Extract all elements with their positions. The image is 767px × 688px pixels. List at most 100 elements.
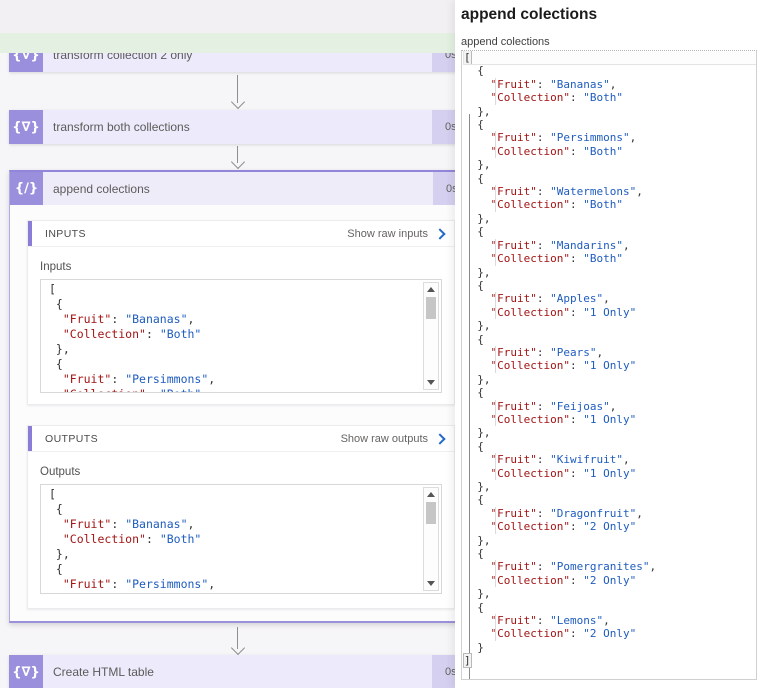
code-line: }, [464,426,491,440]
code-line: }, [464,372,491,386]
code-line: "Collection": "2 Only" [464,627,756,642]
indent-guide [469,114,470,679]
code-line: { [464,439,484,453]
scrollbar[interactable] [423,282,439,390]
action-duration-badge: 0s [433,172,455,205]
chevron-right-icon [434,432,446,445]
scroll-down-icon[interactable] [427,380,435,385]
action-card-title: Create HTML table [53,665,154,679]
code-line: { [464,225,484,239]
code-line: "Collection": "2 Only" [464,520,756,535]
show-raw-outputs-label: Show raw outputs [340,432,428,445]
code-line: "Fruit": "Watermelons", [464,185,756,199]
scrollbar-thumb[interactable] [426,297,436,319]
code-line: { [464,64,484,78]
code-line: { [49,357,63,371]
inputs-body-label: Inputs [40,261,72,273]
code-line: "Fruit": "Persimmons", [464,131,756,146]
show-raw-inputs-label: Show raw inputs [347,227,428,240]
code-line: "Fruit": "Persimmons", [62,577,216,591]
code-line: [ [463,51,756,66]
code-line: "Fruit": "Kiwifruit", [464,453,756,468]
code-line: } [464,640,484,654]
inputs-code-box[interactable]: [ { "Fruit": "Bananas", "Collection": "B… [40,279,442,393]
panel-json-viewer[interactable]: [ { "Fruit": "Bananas", "Collection": "B… [461,50,757,680]
code-line: "Collection": "1 Only" [464,412,756,427]
code-line: }, [464,319,491,333]
code-line: { [49,297,63,311]
raw-output-panel: append colections append colections [ { … [455,0,767,688]
code-line: "Collection": "2 Only" [464,573,756,588]
code-line: "Collection": "Both" [464,252,756,266]
select-operation-icon: {∇} [9,655,43,688]
code-line: { [464,278,484,292]
action-card-append-colections-expanded[interactable]: {∕} append colections 0s INPUTS Show raw… [9,170,455,623]
code-line: "Fruit": "Pomergranites", [464,560,756,575]
code-line: { [49,562,63,576]
code-line: { [464,171,484,185]
code-line: "Collection": "1 Only" [464,359,756,374]
outputs-section: OUTPUTS Show raw outputs Outputs [ { "Fr… [27,425,455,609]
action-card-title: transform both collections [53,120,190,134]
code-line: }, [464,480,491,493]
code-line: "Collection": "Both" [62,532,202,546]
action-duration-badge: 0s [432,655,455,688]
code-line: "Fruit": "Bananas", [62,517,195,531]
show-raw-outputs-link[interactable]: Show raw outputs [340,432,446,445]
code-line: "Collection": "1 Only" [464,466,756,481]
code-line: "Collection": "Both" [49,592,441,593]
code-line: "Collection": "Both" [464,198,756,213]
code-line: "Collection": "Both" [49,387,441,392]
code-line: }, [464,533,491,547]
code-line: }, [49,547,70,561]
flow-designer-canvas[interactable]: {∇} transform collection 2 only 0s {∇} t… [0,0,455,688]
code-line: }, [464,104,491,118]
scroll-down-icon[interactable] [427,581,435,586]
code-line: "Fruit": "Bananas", [464,77,756,92]
code-line: }, [49,342,70,356]
outputs-section-header: OUTPUTS Show raw outputs [28,426,454,452]
code-line: "Fruit": "Dragonfruit", [464,506,756,521]
panel-title: append colections [461,6,598,23]
compose-operation-icon: {∕} [10,172,43,205]
code-line: { [464,600,484,614]
action-card-create-html-table[interactable]: {∇} Create HTML table 0s [9,655,455,688]
code-line: "Fruit": "Feijoas", [464,399,756,414]
scrollbar[interactable] [423,487,439,591]
success-banner [0,33,455,53]
inputs-header-label: INPUTS [45,227,86,240]
outputs-code-box[interactable]: [ { "Fruit": "Bananas", "Collection": "B… [40,484,442,594]
action-card-transform-both-collections[interactable]: {∇} transform both collections 0s [9,110,455,144]
code-line: { [464,493,484,507]
action-duration-badge: 0s [432,110,455,144]
scroll-up-icon[interactable] [427,492,435,497]
code-line: { [464,118,484,132]
section-accent-bar [28,221,32,246]
show-raw-inputs-link[interactable]: Show raw inputs [347,227,446,240]
code-line: }, [464,158,491,172]
code-line: "Collection": "Both" [62,327,202,341]
inputs-json-preview: [ { "Fruit": "Bananas", "Collection": "B… [41,280,441,392]
scrollbar-thumb[interactable] [426,502,436,524]
code-line: "Collection": "Both" [464,91,756,106]
code-line: "Collection": "1 Only" [464,305,756,320]
outputs-json-preview: [ { "Fruit": "Bananas", "Collection": "B… [41,485,441,593]
code-line: [ [49,487,56,501]
code-line: "Fruit": "Pears", [464,345,756,360]
code-line: "Fruit": "Apples", [464,292,756,307]
outputs-header-label: OUTPUTS [45,432,98,445]
panel-subtitle: append colections [461,36,550,48]
code-line: "Fruit": "Lemons", [464,614,756,628]
scroll-up-icon[interactable] [427,287,435,292]
chevron-right-icon [434,227,446,240]
inputs-section: INPUTS Show raw inputs Inputs [ { "Fruit… [27,220,455,405]
code-line: }, [464,587,491,601]
code-line: "Fruit": "Mandarins", [464,238,756,253]
section-accent-bar [28,426,32,451]
select-operation-icon: {∇} [9,110,43,144]
action-card-header[interactable]: {∕} append colections 0s [10,172,455,205]
outputs-body-label: Outputs [40,466,81,478]
code-line: { [464,547,484,561]
code-line: "Collection": "Both" [464,144,756,159]
code-line: ] [463,653,472,669]
